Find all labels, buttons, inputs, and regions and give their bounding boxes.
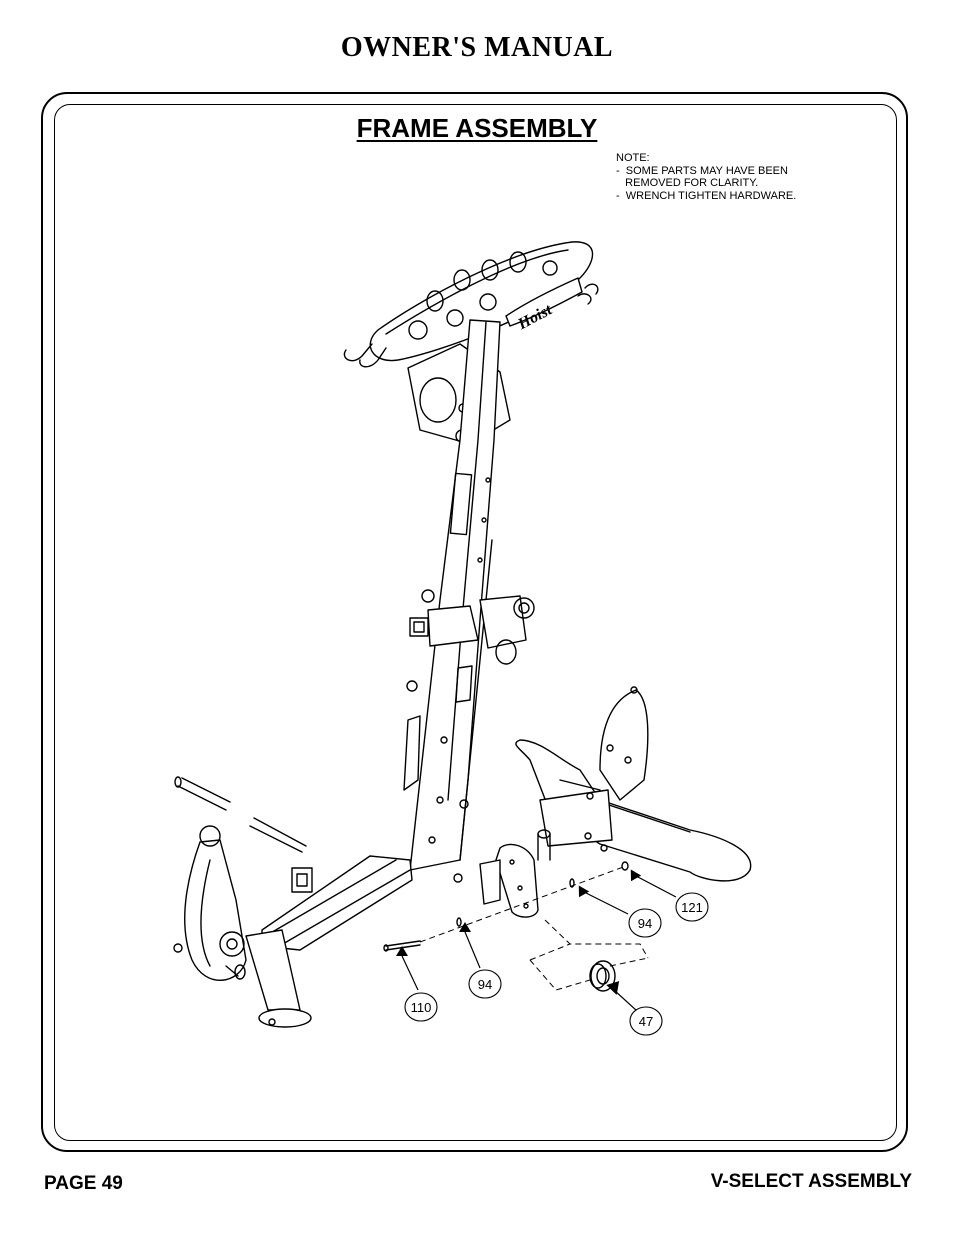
- callout-121-label: 121: [681, 900, 703, 915]
- pulley-part-47: [589, 960, 616, 992]
- callout-arrows: [401, 875, 677, 1011]
- bolt-part-110: [383, 940, 421, 952]
- mid-adjuster-assembly: [403, 589, 535, 791]
- section-title: FRAME ASSEMBLY: [356, 113, 598, 143]
- right-leg-frame: [515, 686, 752, 882]
- callout-94-right: 94: [628, 908, 662, 938]
- callout-110-label: 110: [411, 1000, 432, 1015]
- note-line-2: REMOVED FOR CLARITY.: [616, 177, 759, 189]
- page-border-inner: [54, 104, 897, 1141]
- washer-part-94-left: [456, 917, 462, 927]
- assembly-guide-lines: [419, 865, 649, 991]
- washer-part-94-right: [569, 878, 575, 888]
- page-number: PAGE 49: [44, 1173, 123, 1194]
- callout-47: 47: [629, 1006, 663, 1036]
- callout-94-left: 94: [468, 969, 502, 999]
- callout-47-label: 47: [639, 1014, 653, 1029]
- callout-121: 121: [675, 892, 709, 922]
- frame-assembly-drawing: Hoist: [173, 241, 752, 1036]
- note-line-1: - SOME PARTS MAY HAVE BEEN: [616, 164, 788, 177]
- section-title-wrap: FRAME ASSEMBLY: [0, 113, 954, 144]
- callout-94-left-label: 94: [478, 977, 492, 992]
- callout-94-right-label: 94: [638, 916, 652, 931]
- note-heading: NOTE:: [616, 152, 650, 164]
- page-border-outer: [41, 92, 908, 1152]
- lower-pulley-bracket: [453, 799, 551, 918]
- footer-section-title: V-SELECT ASSEMBLY: [710, 1171, 912, 1192]
- nut-part-121: [621, 861, 629, 871]
- note-line-3: - WRENCH TIGHTEN HARDWARE.: [616, 189, 797, 202]
- top-pulley-housing: Hoist: [343, 241, 599, 368]
- base-frame: [173, 776, 413, 1028]
- assembly-note: NOTE: - SOME PARTS MAY HAVE BEEN REMOVED…: [616, 152, 796, 202]
- main-upright-column: [409, 319, 501, 871]
- manual-title: OWNER'S MANUAL: [340, 32, 614, 63]
- callout-110: 110: [404, 992, 438, 1022]
